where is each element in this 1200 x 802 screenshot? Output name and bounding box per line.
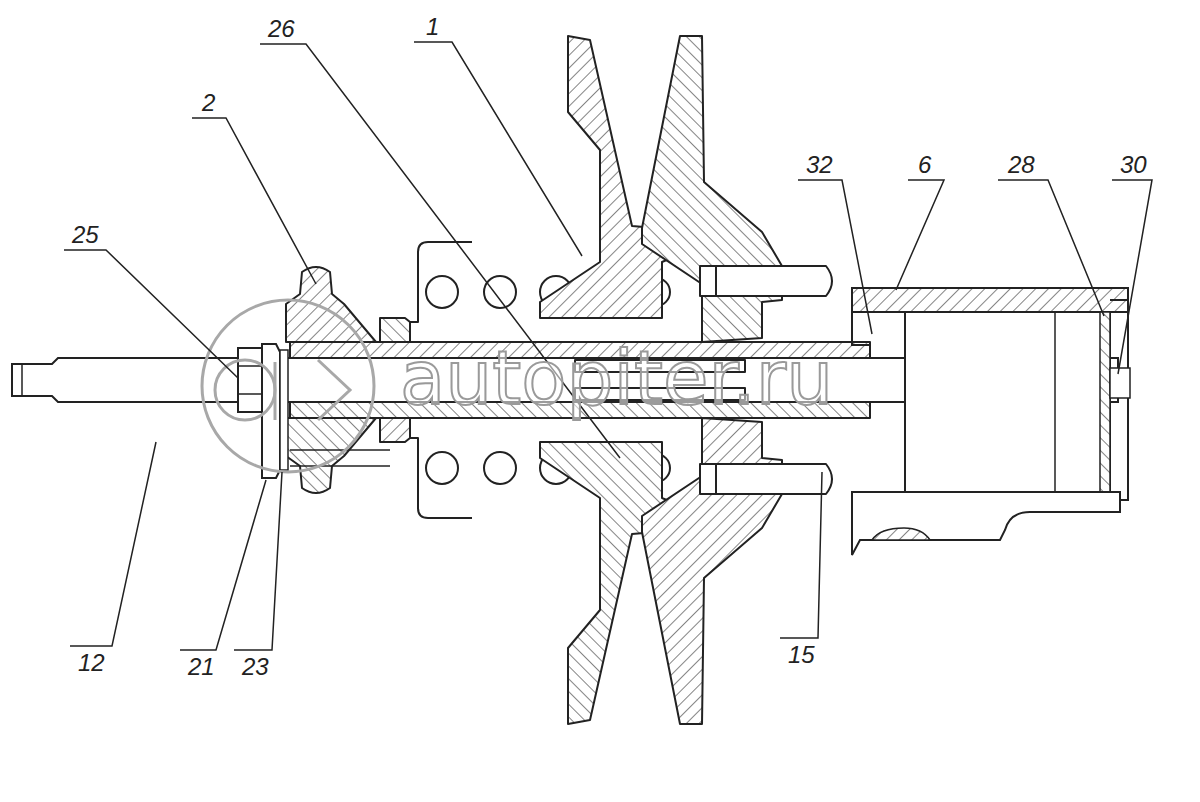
callout-number: 15 [786,642,817,668]
callout-number: 2 [200,90,217,116]
callout-number: 32 [804,152,835,178]
watermark-logo [202,300,374,472]
callout-number: 30 [1118,152,1149,178]
callout-number: 23 [240,654,271,680]
callout-number: 1 [424,14,441,40]
callout-number: 6 [916,152,933,178]
callout-number: 25 [70,222,101,248]
callout-number: 28 [1006,152,1037,178]
leader-lines [64,42,1152,650]
callout-number: 26 [266,16,297,42]
callout-number: 12 [76,650,107,676]
callout-number: 21 [186,654,217,680]
watermark-text: autopiter.ru [400,336,833,420]
